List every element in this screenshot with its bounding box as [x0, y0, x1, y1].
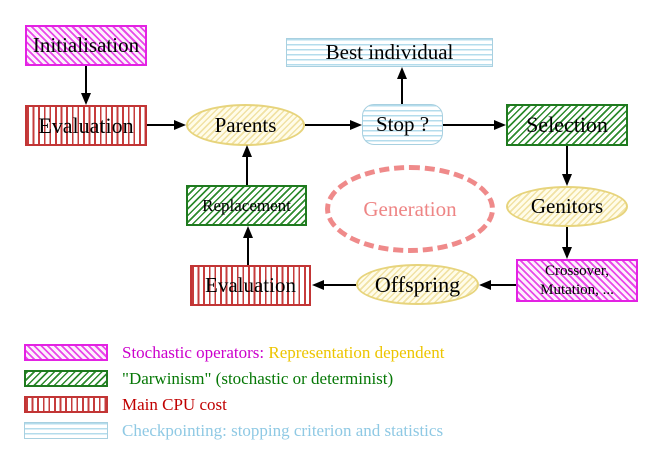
arrow-selection-to-genitors [566, 146, 568, 174]
node-parents-label: Parents [214, 112, 277, 137]
node-offspring-label: Offspring [374, 271, 461, 297]
arrow-stop-to-best-individual [401, 79, 403, 104]
legend-label-cpu-cost: Main CPU cost [122, 394, 227, 414]
node-offspring: Offspring [356, 264, 479, 305]
node-stop: Stop ? [362, 104, 443, 145]
arrow-stop-to-selection [443, 124, 494, 126]
node-generation: Generation [325, 165, 495, 253]
arrow-crossover-to-offspring [491, 284, 516, 286]
node-initialisation: Initialisation [25, 25, 147, 66]
arrow-replacement-to-parents [246, 157, 248, 185]
node-evaluation-bottom: Evaluation [190, 265, 311, 306]
legend-label-representation-dependent: Representation dependent [268, 342, 445, 362]
crossover-line2: Mutation, ... [540, 281, 614, 298]
node-evaluation-bottom-label: Evaluation [205, 273, 296, 297]
legend-label-darwinism: "Darwinism" (stochastic or determinist) [122, 368, 394, 388]
node-genitors-label: Genitors [530, 194, 604, 218]
node-best-individual: Best individual [286, 38, 493, 67]
node-selection-label: Selection [526, 112, 608, 137]
arrow-evaluation-to-replacement [247, 238, 249, 265]
node-crossover-mutation: Crossover, Mutation, ... [516, 259, 638, 302]
node-generation-label: Generation [363, 196, 457, 221]
legend: Stochastic operators: Representation dep… [24, 343, 444, 440]
legend-swatch-red-stripes [24, 396, 108, 413]
node-stop-label: Stop ? [375, 112, 430, 136]
legend-swatch-green-hatch [24, 370, 108, 387]
legend-swatch-magenta-hatch [24, 344, 108, 361]
node-replacement-label: Replacement [202, 195, 291, 215]
node-evaluation-top: Evaluation [25, 105, 147, 146]
node-parents: Parents [186, 104, 305, 146]
arrow-initialisation-to-evaluation [85, 66, 87, 93]
legend-row-checkpointing: Checkpointing: stopping criterion and st… [24, 420, 444, 440]
node-evaluation-top-label: Evaluation [38, 112, 134, 138]
node-initialisation-label: Initialisation [32, 33, 140, 57]
arrow-genitors-to-crossover [566, 227, 568, 247]
legend-row-stochastic: Stochastic operators: Representation dep… [24, 343, 444, 363]
legend-row-cpu-cost: Main CPU cost [24, 394, 444, 414]
node-replacement: Replacement [186, 185, 307, 226]
legend-row-darwinism: "Darwinism" (stochastic or determinist) [24, 368, 444, 388]
arrow-parents-to-stop [305, 124, 350, 126]
node-selection: Selection [506, 104, 628, 146]
legend-label-stochastic: Stochastic operators: Representation dep… [122, 343, 444, 363]
legend-label-checkpointing: Checkpointing: stopping criterion and st… [122, 420, 444, 440]
legend-label-stochastic-primary: Stochastic operators: [122, 342, 265, 362]
node-genitors: Genitors [506, 186, 628, 227]
arrow-offspring-to-evaluation [324, 284, 356, 286]
arrow-evaluation-to-parents [147, 124, 174, 126]
crossover-line1: Crossover, [545, 262, 609, 279]
node-best-individual-label: Best individual [325, 40, 454, 64]
legend-swatch-cyan-stripes [24, 422, 108, 439]
node-crossover-mutation-label: Crossover, Mutation, ... [540, 262, 614, 300]
